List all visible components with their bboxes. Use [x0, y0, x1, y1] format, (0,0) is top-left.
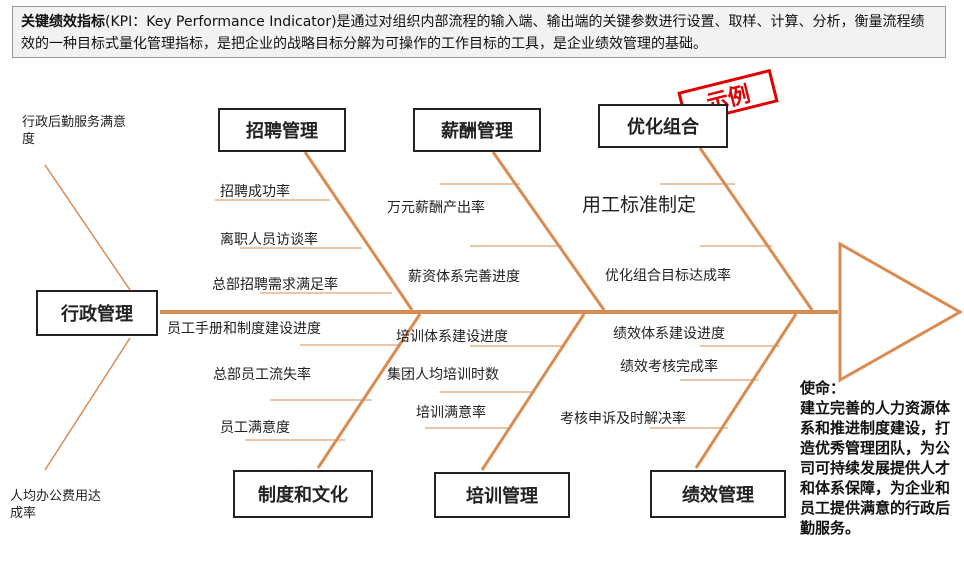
- training-item: 培训满意率: [416, 405, 486, 421]
- category-admin-label: 行政管理: [61, 304, 133, 325]
- intro-term: 关键绩效指标: [21, 14, 105, 30]
- intro-description: (KPI：Key Performance Indicator)是通过对组织内部流…: [21, 14, 925, 52]
- salary-item: 薪资体系完善进度: [408, 269, 520, 285]
- mission-text: 建立完善的人力资源体系和推进制度建设，打造优秀管理团队，为公司可持续发展提供人才…: [800, 399, 951, 537]
- bone-performance: [694, 313, 798, 469]
- fish-head-triangle: [838, 241, 964, 383]
- culture-item: 员工手册和制度建设进度: [167, 321, 321, 337]
- culture-item: 总部员工流失率: [213, 367, 311, 383]
- category-culture: 制度和文化: [233, 470, 373, 518]
- recruit-item: 离职人员访谈率: [220, 232, 318, 248]
- optimize-item: 用工标准制定: [582, 194, 697, 216]
- recruit-item: 招聘成功率: [220, 184, 290, 200]
- bone-recruit: [303, 151, 414, 311]
- mission-statement: 使命： 建立完善的人力资源体系和推进制度建设，打造优秀管理团队，为公司可持续发展…: [800, 378, 950, 538]
- category-recruit-label: 招聘管理: [246, 121, 318, 142]
- culture-item: 员工满意度: [220, 420, 290, 436]
- category-training-label: 培训管理: [466, 486, 538, 507]
- category-salary-label: 薪酬管理: [441, 121, 513, 142]
- performance-item: 绩效考核完成率: [620, 359, 718, 375]
- performance-item: 考核申诉及时解决率: [560, 411, 686, 427]
- intro-text-box: 关键绩效指标(KPI：Key Performance Indicator)是通过…: [12, 6, 946, 58]
- optimize-item: 优化组合目标达成率: [605, 268, 731, 284]
- recruit-item: 总部招聘需求满足率: [212, 277, 338, 293]
- bone-culture: [316, 313, 422, 469]
- bone-salary: [491, 151, 606, 311]
- category-training: 培训管理: [434, 472, 570, 518]
- category-salary: 薪酬管理: [413, 108, 541, 152]
- category-admin: 行政管理: [36, 290, 158, 336]
- training-item: 培训体系建设进度: [396, 329, 508, 345]
- category-performance: 绩效管理: [650, 470, 786, 518]
- admin-outer-top-label: 行政后勤服务满意度: [22, 115, 127, 147]
- category-optimize: 优化组合: [598, 104, 728, 148]
- bone-optimize: [698, 147, 814, 311]
- category-recruit: 招聘管理: [218, 108, 346, 152]
- training-item: 集团人均培训时数: [387, 367, 499, 383]
- admin-upper-branch: [44, 164, 131, 291]
- performance-item: 绩效体系建设进度: [613, 326, 725, 342]
- mission-title: 使命：: [800, 379, 846, 397]
- admin-lower-branch: [44, 337, 131, 471]
- admin-outer-bottom-label: 人均办公费用达成率: [10, 489, 102, 521]
- category-optimize-label: 优化组合: [627, 117, 699, 138]
- salary-item: 万元薪酬产出率: [387, 200, 485, 216]
- category-performance-label: 绩效管理: [682, 485, 754, 506]
- category-culture-label: 制度和文化: [258, 485, 348, 506]
